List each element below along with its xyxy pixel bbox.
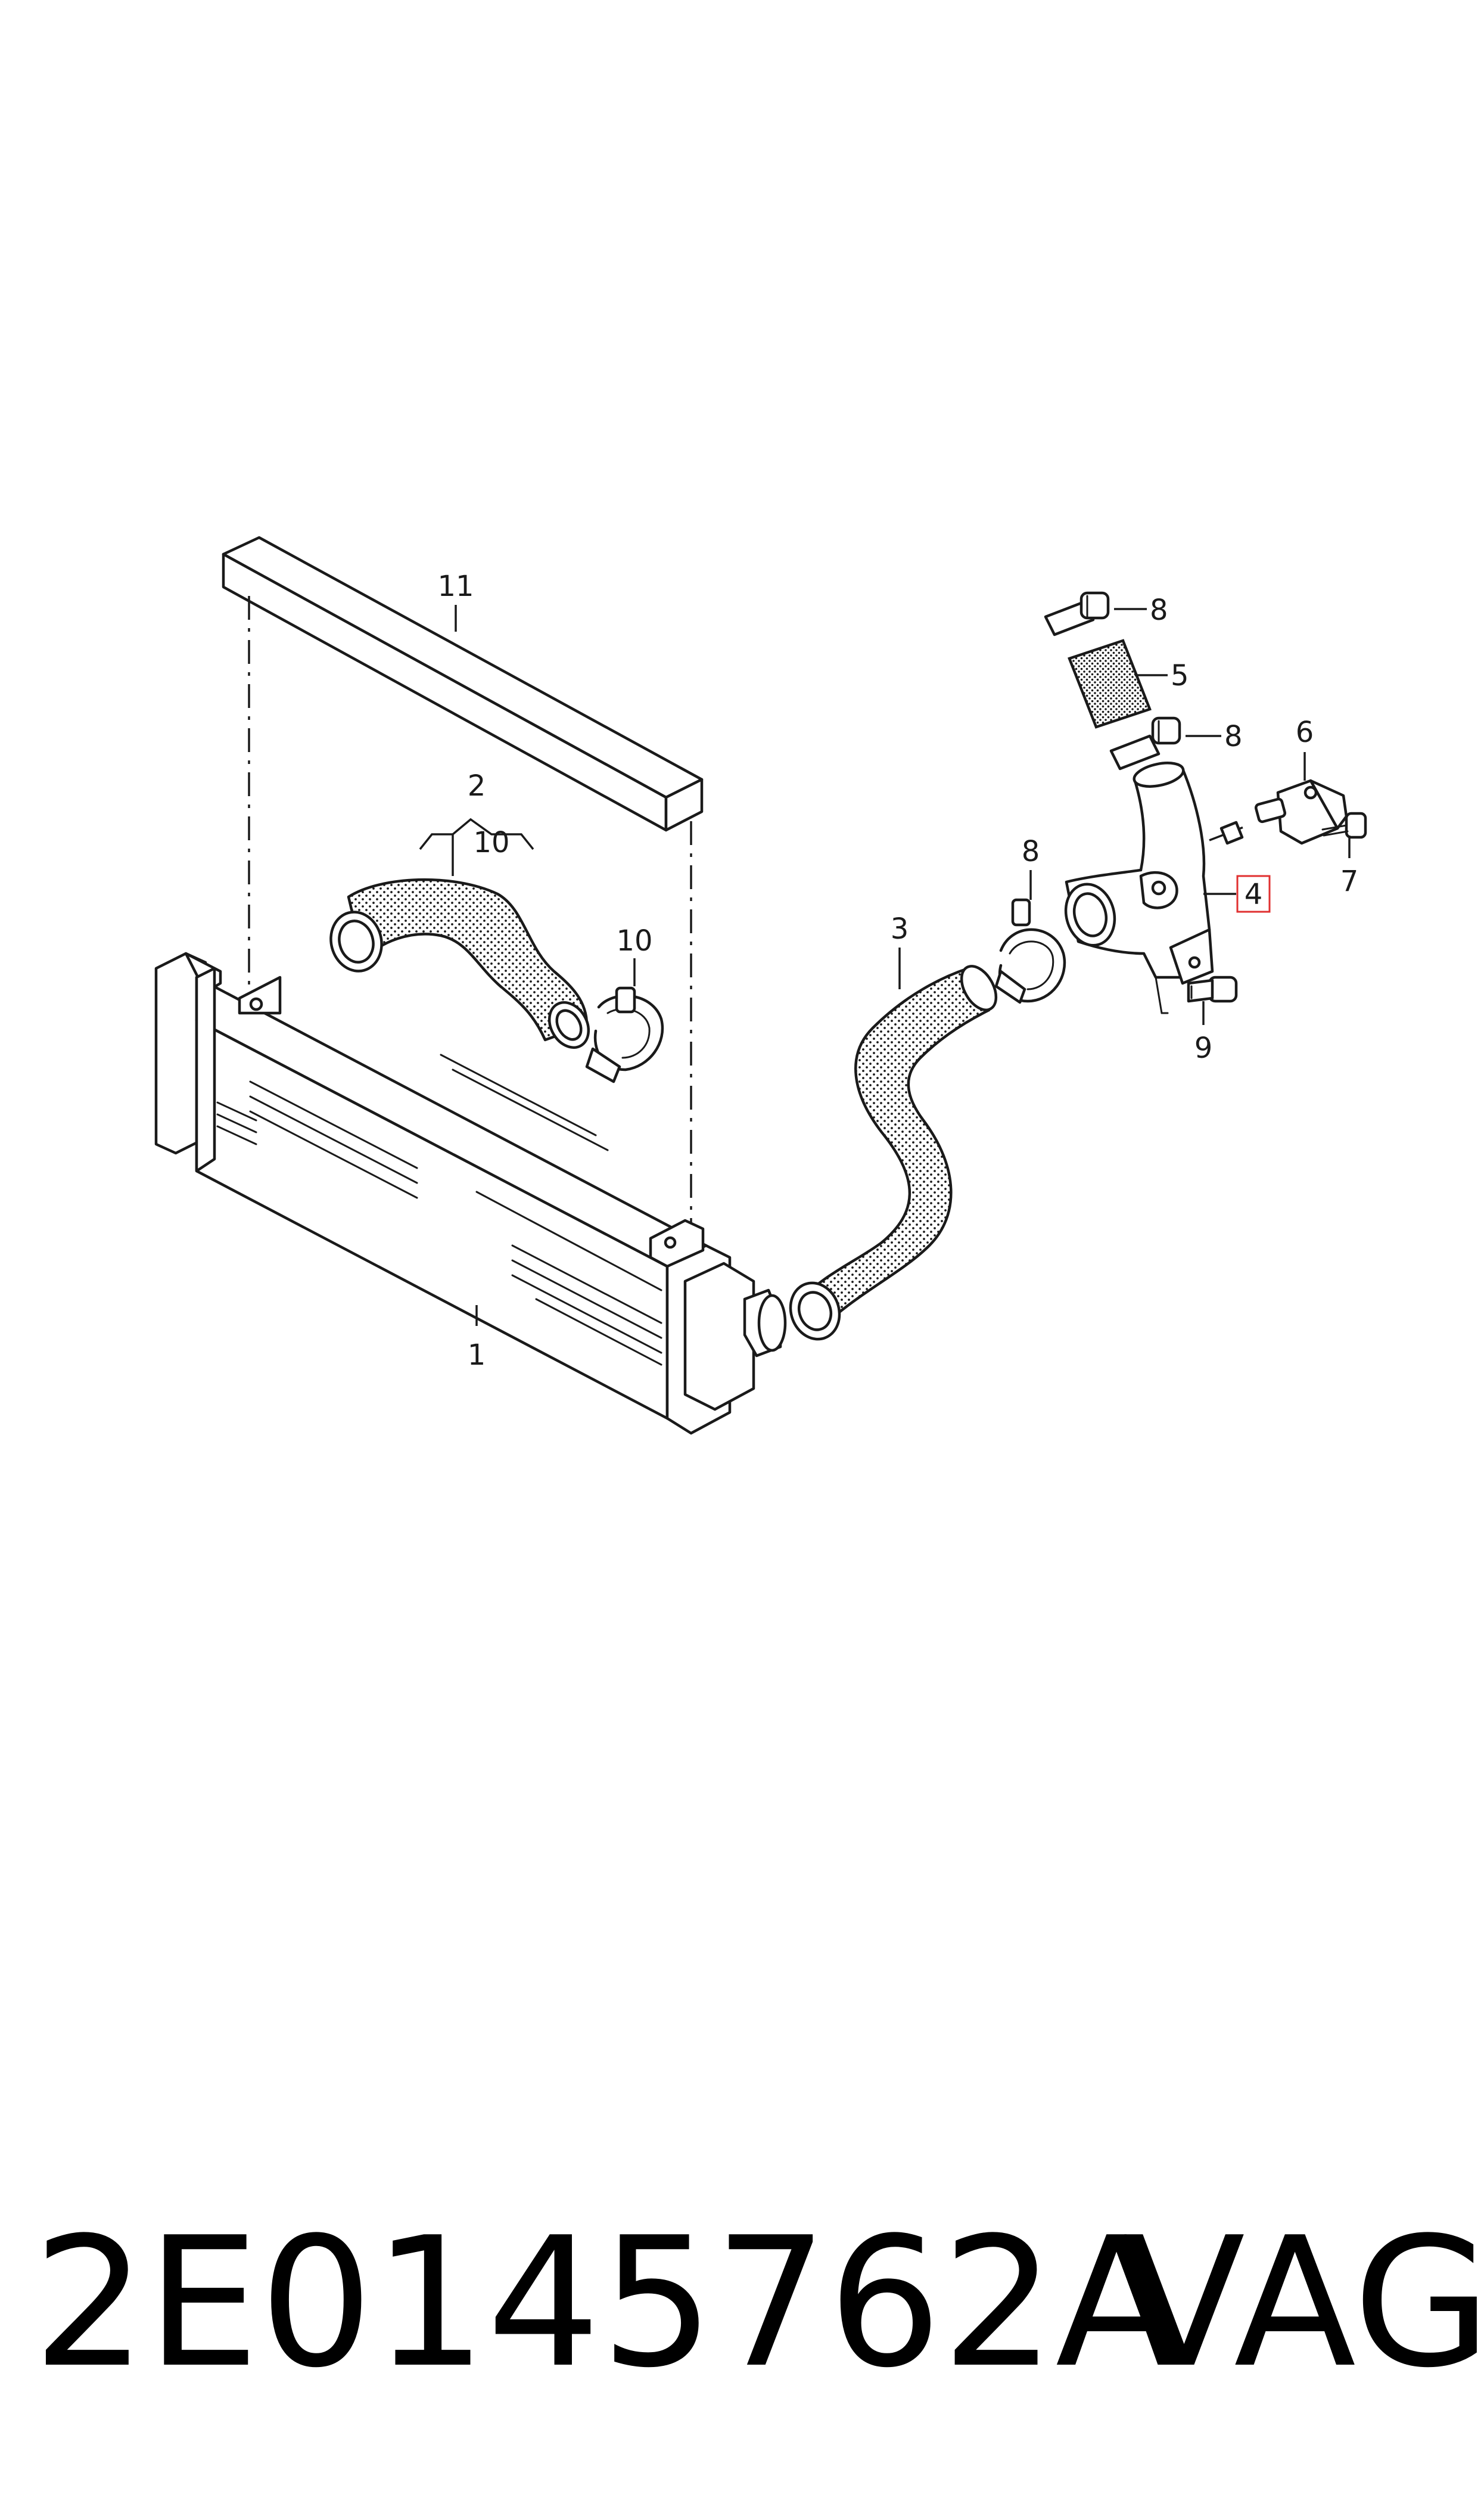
upper-charge-air-hose — [329, 878, 590, 1049]
callout-11: 11 — [437, 570, 474, 603]
callout-4-highlight[interactable]: 4 — [1236, 875, 1271, 913]
callout-10-bracket: 10 — [473, 826, 509, 859]
callout-1: 1 — [468, 1338, 486, 1372]
callout-10: 10 — [616, 924, 652, 958]
bolt-upper — [1044, 591, 1110, 636]
bolt-middle — [1109, 716, 1181, 771]
callout-5: 5 — [1171, 659, 1189, 692]
lower-charge-air-hose — [789, 965, 998, 1341]
callout-8-middle: 8 — [1224, 720, 1243, 753]
callout-7: 7 — [1340, 865, 1359, 898]
callout-4: 4 — [1245, 878, 1263, 911]
air-guide-strip — [222, 536, 704, 832]
callout-8-clamp: 8 — [1022, 835, 1040, 868]
callout-9: 9 — [1194, 1032, 1213, 1065]
part-number-label: 2E0145762A — [33, 2199, 1178, 2407]
brand-label: VAG — [1123, 2199, 1484, 2407]
hose-clamp-upper — [585, 986, 664, 1083]
callout-6: 6 — [1296, 716, 1314, 749]
hose-clamp-lower — [994, 898, 1066, 1004]
callout-bracket-2-10 — [419, 818, 534, 876]
sensor-seal-clip — [1219, 821, 1244, 845]
mounting-dash-lines — [248, 596, 692, 1245]
callout-2: 2 — [468, 769, 486, 803]
pressure-sensor — [1254, 779, 1348, 845]
foam-seal — [1068, 639, 1152, 729]
sensor-screw — [1321, 812, 1367, 839]
charge-air-cooler — [154, 952, 787, 1435]
callout-8-upper: 8 — [1150, 594, 1168, 627]
bolt-lower — [1187, 976, 1238, 1003]
connection-pipe — [1064, 762, 1214, 1014]
callout-3: 3 — [891, 912, 909, 946]
